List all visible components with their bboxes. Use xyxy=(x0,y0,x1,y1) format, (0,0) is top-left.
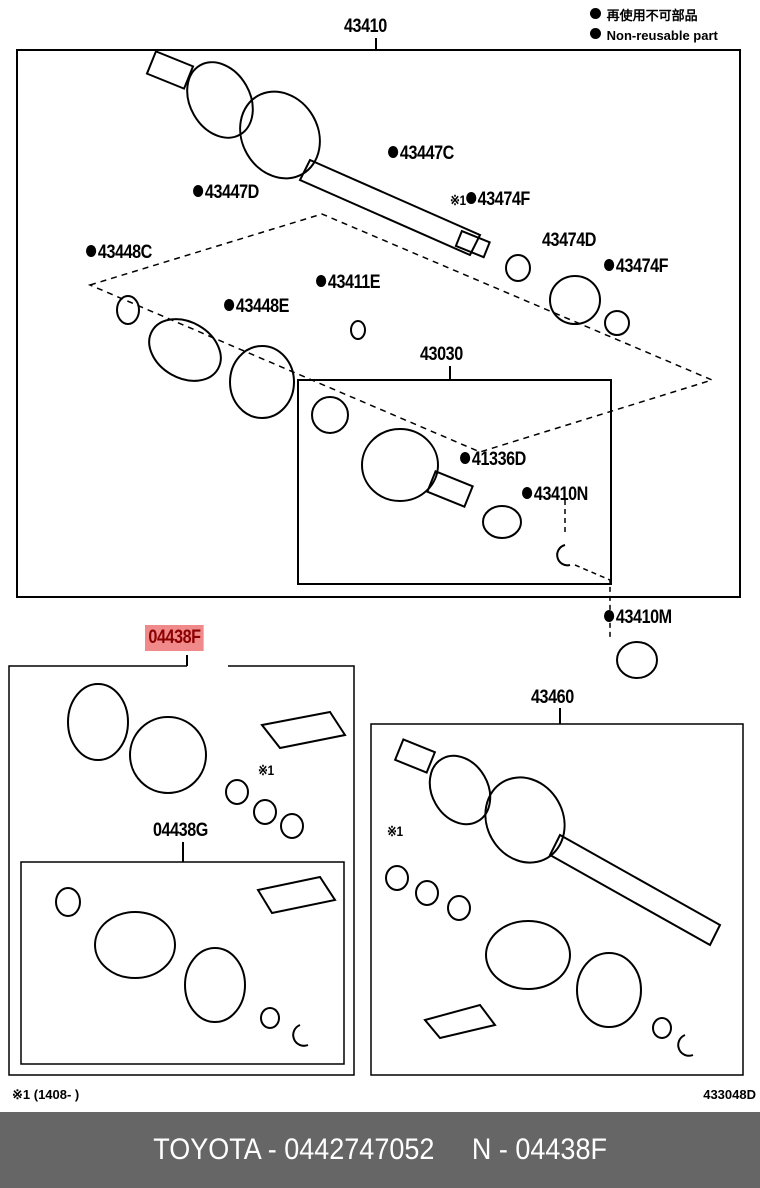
part-number-banner: TOYOTA - 0442747052 N - 04438F xyxy=(0,1112,760,1188)
non-reusable-dot-icon xyxy=(522,487,533,499)
assembly-box-43410 xyxy=(16,49,741,598)
part-number: 41336D xyxy=(471,449,526,470)
part-label-43410N[interactable]: 43410N xyxy=(522,484,588,506)
legend-text: 再使用不可部品 xyxy=(606,8,698,23)
part-label-43448C[interactable]: 43448C xyxy=(86,242,152,264)
legend: 再使用不可部品 Non-reusable part xyxy=(590,6,718,46)
non-reusable-dot-icon xyxy=(604,259,615,271)
part-number: 43448C xyxy=(97,242,152,263)
legend-text: Non-reusable part xyxy=(606,28,718,43)
inboard-joint-43030 xyxy=(311,396,571,567)
part-43410M xyxy=(616,641,658,679)
diagram-code: 433048D xyxy=(703,1087,756,1102)
part-label-04438G[interactable]: 04438G xyxy=(153,820,208,841)
part-number: 43411E xyxy=(327,272,381,293)
part-label-43474D[interactable]: 43474D xyxy=(542,230,597,251)
boot-clamps-and-boots xyxy=(116,254,630,419)
part-label-43411E[interactable]: 43411E xyxy=(316,272,381,294)
non-reusable-dot-icon xyxy=(388,146,399,158)
part-number: 43447D xyxy=(204,182,259,203)
parts-diagram-artwork xyxy=(8,38,744,1076)
kit-04438F-parts xyxy=(55,683,347,1047)
kit-box-04438F xyxy=(8,665,355,1076)
part-label-04438F-highlighted[interactable]: 04438F xyxy=(145,625,205,651)
non-reusable-dot-icon xyxy=(460,452,471,464)
non-reusable-dot-icon xyxy=(224,299,235,311)
part-label-43474F-2[interactable]: 43474F xyxy=(604,256,669,278)
part-number: 43474F xyxy=(477,189,531,210)
non-reusable-dot-icon xyxy=(193,185,204,197)
footnote-mark: ※1 xyxy=(450,192,466,208)
part-number: 43410M xyxy=(615,607,672,628)
part-label-43447D[interactable]: 43447D xyxy=(193,182,259,204)
part-label-43410M[interactable]: 43410M xyxy=(604,607,672,629)
non-reusable-dot-icon xyxy=(86,245,97,257)
part-number: 43448E xyxy=(235,296,290,317)
part-label-43474F[interactable]: ※1 43474F xyxy=(450,189,530,211)
part-label-43460[interactable]: 43460 xyxy=(531,687,574,708)
part-label-43410[interactable]: 43410 xyxy=(344,16,387,37)
non-reusable-dot-icon xyxy=(590,8,601,19)
legend-item-jp: 再使用不可部品 xyxy=(590,6,718,26)
drive-shaft-43460-parts xyxy=(385,738,722,1057)
part-number: 43474F xyxy=(615,256,669,277)
part-label-43448E[interactable]: 43448E xyxy=(224,296,289,318)
kit-box-04438G xyxy=(20,861,345,1065)
footnote-mark: ※1 xyxy=(387,823,403,839)
part-label-41336D[interactable]: 41336D xyxy=(460,449,526,471)
footnote: ※1 (1408- ) xyxy=(12,1087,80,1102)
part-number: 43447C xyxy=(399,143,454,164)
part-label-43447C[interactable]: 43447C xyxy=(388,143,454,165)
legend-item-en: Non-reusable part xyxy=(590,26,718,46)
non-reusable-dot-icon xyxy=(604,610,615,622)
non-reusable-dot-icon xyxy=(465,192,476,204)
assembly-box-43460 xyxy=(370,723,744,1076)
banner-text: TOYOTA - 0442747052 N - 04438F xyxy=(153,1133,607,1166)
part-label-43030[interactable]: 43030 xyxy=(420,344,463,365)
assembly-box-43030 xyxy=(297,379,612,585)
leader-line xyxy=(564,500,611,640)
footnote-mark: ※1 xyxy=(258,762,274,778)
part-number: 43410N xyxy=(533,484,588,505)
non-reusable-dot-icon xyxy=(316,275,327,287)
drive-shaft-outboard xyxy=(145,50,491,259)
dashed-group-outline xyxy=(87,213,715,453)
non-reusable-dot-icon xyxy=(590,28,601,39)
